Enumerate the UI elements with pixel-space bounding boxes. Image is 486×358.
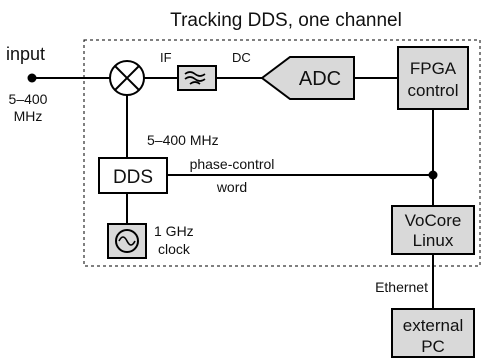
- lowpass-filter-icon: [177, 65, 217, 91]
- ethernet-label: Ethernet: [375, 279, 428, 295]
- dds-freq-label: 5–400 MHz: [147, 132, 219, 148]
- input-freq-label-2: MHz: [14, 108, 43, 124]
- vocore-label-1: VoCore: [405, 211, 462, 230]
- if-label: IF: [160, 50, 172, 65]
- vocore-block: VoCore Linux: [391, 205, 475, 255]
- fpga-label-2: control: [407, 81, 458, 100]
- channel-enclosure: [83, 39, 481, 267]
- dds-label: DDS: [113, 167, 153, 188]
- adc-block: ADC: [260, 56, 355, 100]
- fpga-block: FPGA control: [397, 46, 469, 110]
- pc-label-1: external: [403, 316, 463, 335]
- junction-node: [428, 170, 438, 180]
- pc-label-2: PC: [421, 337, 445, 356]
- dc-label: DC: [232, 50, 251, 65]
- phase-control-label-1: phase-control: [190, 156, 275, 172]
- clock-label-2: clock: [158, 241, 191, 257]
- input-node: [27, 73, 37, 83]
- dds-block: DDS: [98, 157, 168, 194]
- diagram-title: Tracking DDS, one channel: [170, 10, 402, 31]
- adc-label: ADC: [299, 68, 341, 90]
- oscillator-icon: [107, 223, 147, 259]
- external-pc-block: external PC: [391, 308, 475, 358]
- fpga-label-1: FPGA: [410, 59, 457, 78]
- mixer-icon: [109, 60, 145, 96]
- clock-label-1: 1 GHz: [154, 223, 194, 239]
- input-freq-label-1: 5–400: [9, 91, 48, 107]
- input-label: input: [6, 44, 45, 64]
- vocore-label-2: Linux: [413, 231, 454, 250]
- phase-control-label-2: word: [216, 179, 247, 195]
